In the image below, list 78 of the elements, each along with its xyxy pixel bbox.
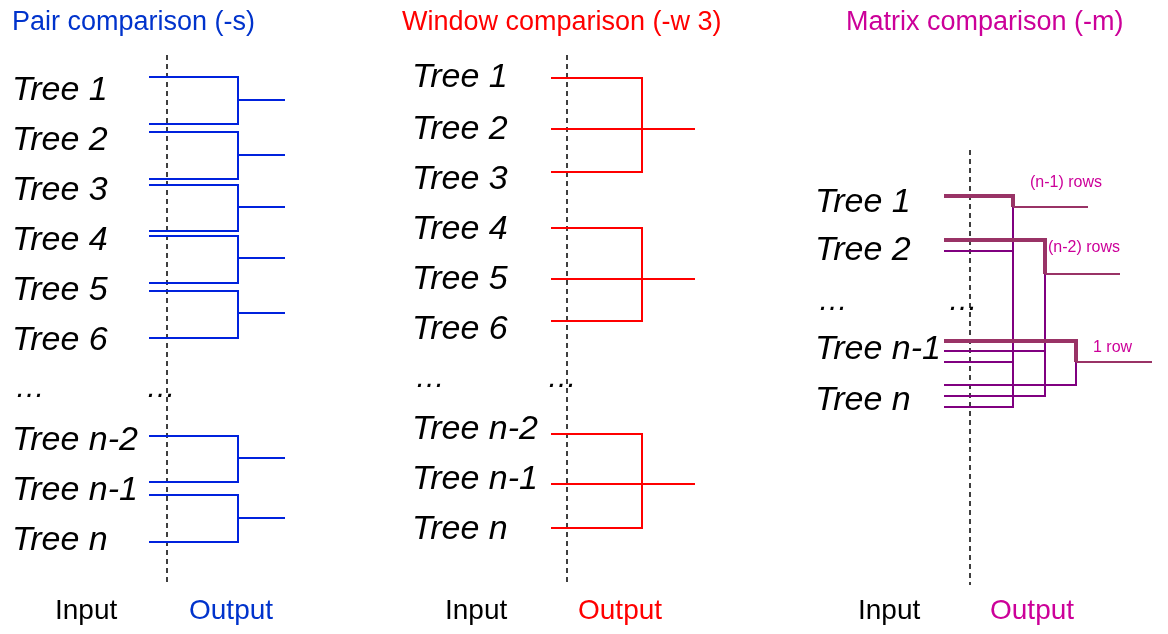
output-line bbox=[237, 206, 286, 208]
connector-line bbox=[148, 517, 239, 543]
connector-line bbox=[943, 273, 1046, 397]
connector-line bbox=[550, 77, 643, 130]
tree-label: Tree n bbox=[12, 516, 155, 560]
output-line bbox=[1075, 361, 1153, 363]
ellipsis-text: … bbox=[15, 370, 45, 404]
edge-label: (n-2) rows bbox=[1048, 238, 1120, 256]
axis-caption: Output bbox=[990, 594, 1075, 626]
tree-label: Tree 6 bbox=[12, 316, 155, 360]
connector-line bbox=[148, 257, 239, 284]
connector-line bbox=[148, 235, 239, 259]
connector-line bbox=[148, 131, 239, 156]
output-line bbox=[641, 278, 696, 280]
panel-title: Matrix comparison (-m) bbox=[846, 6, 1124, 37]
tree-label: Tree 1 bbox=[412, 53, 557, 97]
panel-title: Window comparison (-w 3) bbox=[402, 6, 722, 37]
axis-caption: Input bbox=[858, 594, 921, 626]
ellipsis-text: … bbox=[415, 360, 445, 394]
connector-line bbox=[148, 184, 239, 208]
panel-title: Pair comparison (-s) bbox=[12, 6, 256, 37]
tree-label: Tree n-1 bbox=[412, 455, 557, 499]
axis-caption: Output bbox=[189, 594, 274, 626]
connector-line bbox=[148, 312, 239, 339]
tree-label: Tree 2 bbox=[412, 105, 557, 149]
tree-label: Tree n bbox=[815, 376, 950, 420]
tree-label: Tree 4 bbox=[12, 216, 155, 260]
output-line bbox=[641, 128, 696, 130]
connector-line bbox=[550, 227, 643, 280]
tree-label: Tree 1 bbox=[815, 178, 950, 222]
tree-label: Tree n-2 bbox=[12, 416, 155, 460]
output-line bbox=[1012, 206, 1089, 208]
tree-label: Tree 4 bbox=[412, 205, 557, 249]
connector-line bbox=[148, 206, 239, 232]
edge-label: (n-1) rows bbox=[1030, 173, 1102, 191]
tree-label: Tree 2 bbox=[815, 226, 950, 270]
connector-line bbox=[944, 339, 1078, 362]
ellipsis-text: … bbox=[948, 283, 978, 317]
tree-label: Tree 5 bbox=[412, 255, 557, 299]
tree-label: Tree 1 bbox=[12, 66, 155, 110]
tree-label: Tree 2 bbox=[12, 116, 155, 160]
output-line bbox=[237, 257, 286, 259]
connector-line bbox=[148, 76, 239, 101]
connector-line bbox=[148, 457, 239, 483]
connector-line bbox=[550, 278, 643, 322]
connector-line bbox=[550, 433, 643, 485]
output-line bbox=[641, 483, 696, 485]
axis-caption: Input bbox=[55, 594, 118, 626]
ellipsis-text: … bbox=[818, 283, 848, 317]
connector-line bbox=[944, 238, 1047, 274]
ellipsis-text: … bbox=[547, 360, 577, 394]
output-line bbox=[237, 312, 286, 314]
tree-label: Tree 3 bbox=[412, 155, 557, 199]
output-line bbox=[1044, 273, 1121, 275]
tree-label: Tree 6 bbox=[412, 305, 557, 349]
tree-label: Tree n-2 bbox=[412, 405, 557, 449]
connector-line bbox=[148, 154, 239, 180]
ellipsis-text: … bbox=[146, 370, 176, 404]
output-line bbox=[237, 517, 286, 519]
connector-line bbox=[943, 361, 1077, 386]
output-line bbox=[237, 154, 286, 156]
tree-label: Tree n-1 bbox=[815, 325, 950, 369]
output-line bbox=[237, 99, 286, 101]
connector-line bbox=[148, 494, 239, 519]
connector-line bbox=[550, 128, 643, 173]
connector-line bbox=[943, 206, 1014, 408]
tree-label: Tree n-1 bbox=[12, 466, 155, 510]
tree-label: Tree 3 bbox=[12, 166, 155, 210]
connector-line bbox=[550, 483, 643, 529]
tree-label: Tree n bbox=[412, 505, 557, 549]
connector-line bbox=[148, 435, 239, 459]
axis-caption: Output bbox=[578, 594, 663, 626]
tree-label: Tree 5 bbox=[12, 266, 155, 310]
output-line bbox=[237, 457, 286, 459]
connector-line bbox=[148, 290, 239, 314]
connector-line bbox=[944, 194, 1015, 207]
connector-line bbox=[148, 99, 239, 125]
axis-caption: Input bbox=[445, 594, 508, 626]
